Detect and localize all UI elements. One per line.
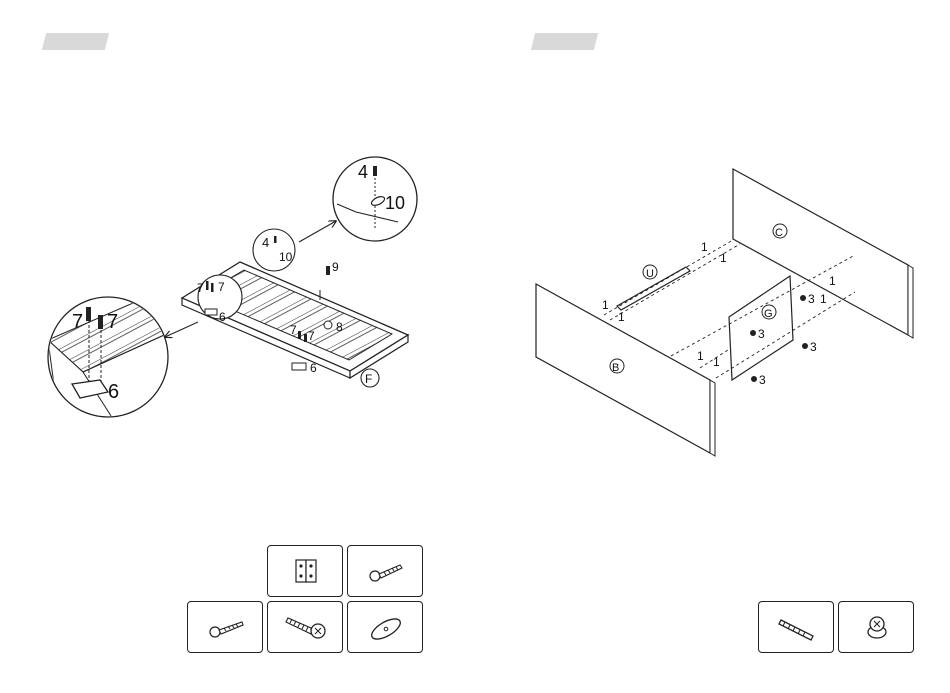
panel-b-label: B [612, 362, 619, 374]
hardware-tile-bracket [267, 545, 343, 597]
screw-icon [188, 602, 264, 654]
screw-9-label: 9 [332, 260, 339, 274]
dowel-icon [759, 602, 835, 654]
dowel-label: 1 [720, 251, 727, 265]
cam-label: 3 [759, 373, 766, 387]
cam-label: 3 [758, 327, 765, 341]
dowel-label: 1 [829, 274, 836, 288]
bracket-icon [268, 546, 344, 598]
hardware-tile-short-screw [187, 601, 263, 653]
dowel-label: 1 [602, 298, 609, 312]
dowel-label: 1 [701, 240, 708, 254]
dowel-label: 1 [618, 310, 625, 324]
callout-cam-label: 10 [385, 193, 405, 213]
mid-screw-label: 4 [262, 235, 269, 250]
dowel-label: 1 [820, 292, 827, 306]
screw-icon [268, 602, 344, 654]
oval-plate-icon [348, 602, 424, 654]
corner-label-b: 7 [218, 280, 225, 294]
cam-label: 3 [810, 340, 817, 354]
screw-icon [348, 546, 424, 598]
panel-f-label: F [365, 372, 372, 386]
hardware-tile-cam-plate [347, 601, 423, 653]
callout-screw-label: 4 [358, 162, 368, 182]
detail-circle-top: 4 10 [333, 157, 417, 241]
left-screw-label-a: 7 [72, 311, 83, 333]
screw-pair-label-a: 7 [290, 323, 297, 337]
corner-label-a: 7 [197, 281, 204, 295]
screw-pair-label-b: 7 [308, 329, 315, 343]
hardware-tile-large-screw [267, 601, 343, 653]
hardware-tile-cam-lock [838, 601, 914, 653]
detail-circle-left: 7 7 6 [48, 297, 175, 430]
cam-label: 3 [808, 292, 815, 306]
bracket-label-left: 6 [219, 310, 226, 324]
dowel-label: 1 [713, 355, 720, 369]
mid-cam-label: 10 [279, 250, 293, 264]
dowel-label: 1 [697, 349, 704, 363]
panel-g-label: G [764, 308, 773, 320]
left-bracket-label: 6 [108, 381, 119, 403]
dowel-8-label: 8 [336, 320, 343, 334]
bracket-label-right: 6 [310, 361, 317, 375]
panel-c-label: C [775, 227, 783, 239]
detail-circle-mid: 4 10 [253, 229, 295, 271]
rail-u-label: U [646, 268, 654, 280]
panel-b: B [536, 284, 715, 456]
left-screw-label-b: 7 [107, 311, 118, 333]
hardware-tile-long-screw [347, 545, 423, 597]
cam-lock-icon [839, 602, 915, 654]
hardware-tile-dowel [758, 601, 834, 653]
